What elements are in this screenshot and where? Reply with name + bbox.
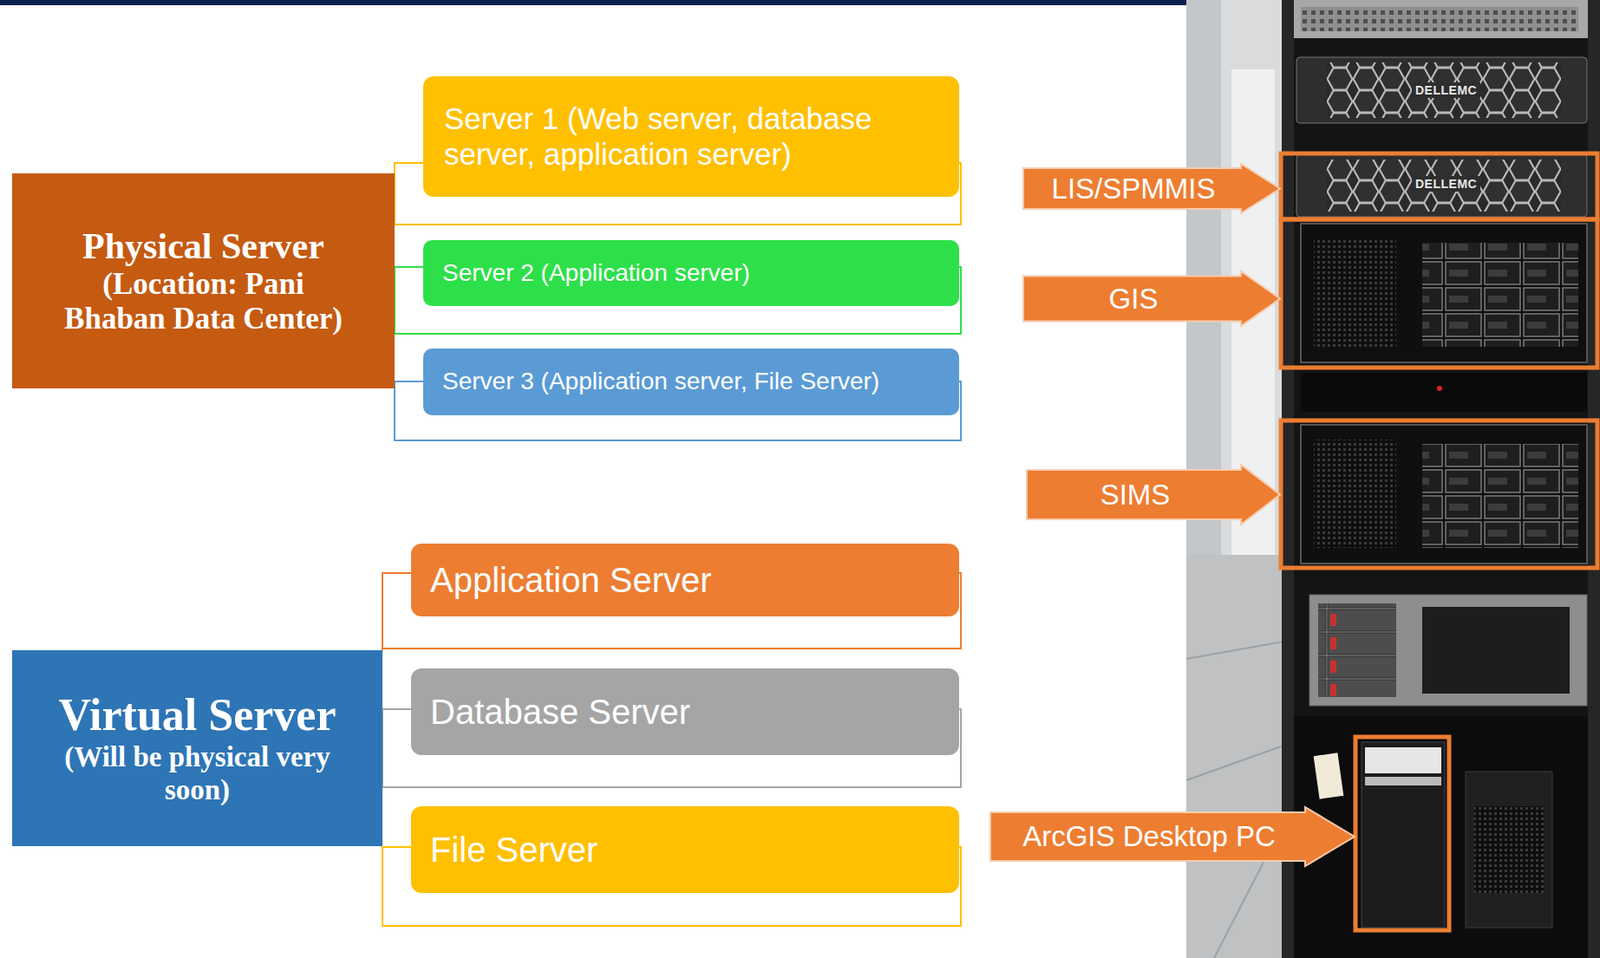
brand-logo: DELLEMC (1411, 176, 1481, 192)
arrow-outline (1023, 163, 1280, 214)
brand-logo: DELLEMC (1411, 82, 1481, 98)
bracket-connector (394, 163, 424, 174)
status-light (1436, 385, 1443, 392)
server-box: Server 1 (Web server, database server, a… (423, 76, 960, 197)
tag (1313, 752, 1345, 799)
floor (1186, 555, 1284, 958)
arrow-outline (1023, 271, 1280, 327)
highlight-box (1280, 153, 1598, 220)
dell-desktop (1465, 771, 1553, 928)
bracket-connector (382, 573, 412, 651)
group-box: Virtual Server(Will be physical very soo… (12, 650, 383, 847)
arrow-outline (990, 807, 1355, 867)
desktop-vent (1474, 806, 1544, 894)
desktop-pc (1361, 742, 1445, 928)
tower-server (1300, 424, 1587, 564)
tower-bays (1422, 444, 1579, 549)
arrow-outline (1026, 464, 1280, 525)
node-title: Database Server (430, 692, 691, 732)
node-title: Virtual Server (58, 689, 336, 742)
tower-vent (1313, 439, 1397, 549)
highlight-box (1280, 219, 1598, 368)
node-title: Physical Server (82, 225, 325, 268)
callout-arrow: LIS/SPMMIS (1022, 163, 1281, 215)
server-box: File Server (411, 806, 960, 894)
highlight-box (1280, 420, 1598, 569)
node-title: Server 2 (Application server) (442, 259, 751, 288)
pc-strip (1364, 777, 1442, 786)
hp-bays (1318, 603, 1397, 698)
node-title: GIS (1109, 282, 1159, 316)
server-box: Server 3 (Application server, File Serve… (423, 348, 960, 416)
node-title: Server 3 (Application server, File Serve… (442, 367, 880, 396)
callout-arrow: GIS (1022, 270, 1281, 327)
callout-arrow: ArcGIS Desktop PC (989, 806, 1356, 868)
rack-gap (1300, 372, 1587, 412)
top-unit (1293, 0, 1588, 39)
server-box: Database Server (411, 668, 960, 756)
node-title: Server 1 (Web server, database server, a… (444, 101, 939, 172)
bracket-connector (382, 846, 412, 848)
node-title: File Server (430, 829, 598, 870)
bracket-connector (382, 708, 412, 711)
dell-bezel (1326, 159, 1561, 212)
callout-arrow: SIMS (1025, 463, 1281, 526)
node-title: SIMS (1100, 478, 1171, 512)
hp-server (1309, 594, 1587, 706)
dell-server (1296, 154, 1587, 217)
bracket-connector (394, 266, 424, 268)
highlight-box (1355, 737, 1450, 931)
pc-front (1364, 747, 1442, 774)
server-box: Application Server (411, 543, 960, 617)
dell-bezel (1326, 62, 1561, 118)
rack (1281, 0, 1600, 958)
node-title: LIS/SPMMIS (1051, 172, 1216, 206)
server-box: Server 2 (Application server) (423, 240, 960, 307)
top-bar (0, 0, 1187, 6)
node-title: ArcGIS Desktop PC (1022, 820, 1276, 854)
tower-vent (1313, 238, 1397, 347)
node-subtitle: (Location: Pani Bhaban Data Center) (56, 267, 352, 338)
bracket-connector (394, 380, 424, 383)
hp-grille (1422, 607, 1570, 694)
top-unit-grill (1300, 6, 1579, 32)
node-subtitle: (Will be physical very soon) (58, 741, 337, 808)
tower-server (1300, 223, 1587, 363)
floor-lines (1186, 641, 1284, 958)
dell-server (1296, 57, 1587, 124)
tower-bays (1422, 242, 1579, 347)
group-box: Physical Server(Location: Pani Bhaban Da… (12, 173, 395, 389)
node-title: Application Server (430, 560, 712, 601)
